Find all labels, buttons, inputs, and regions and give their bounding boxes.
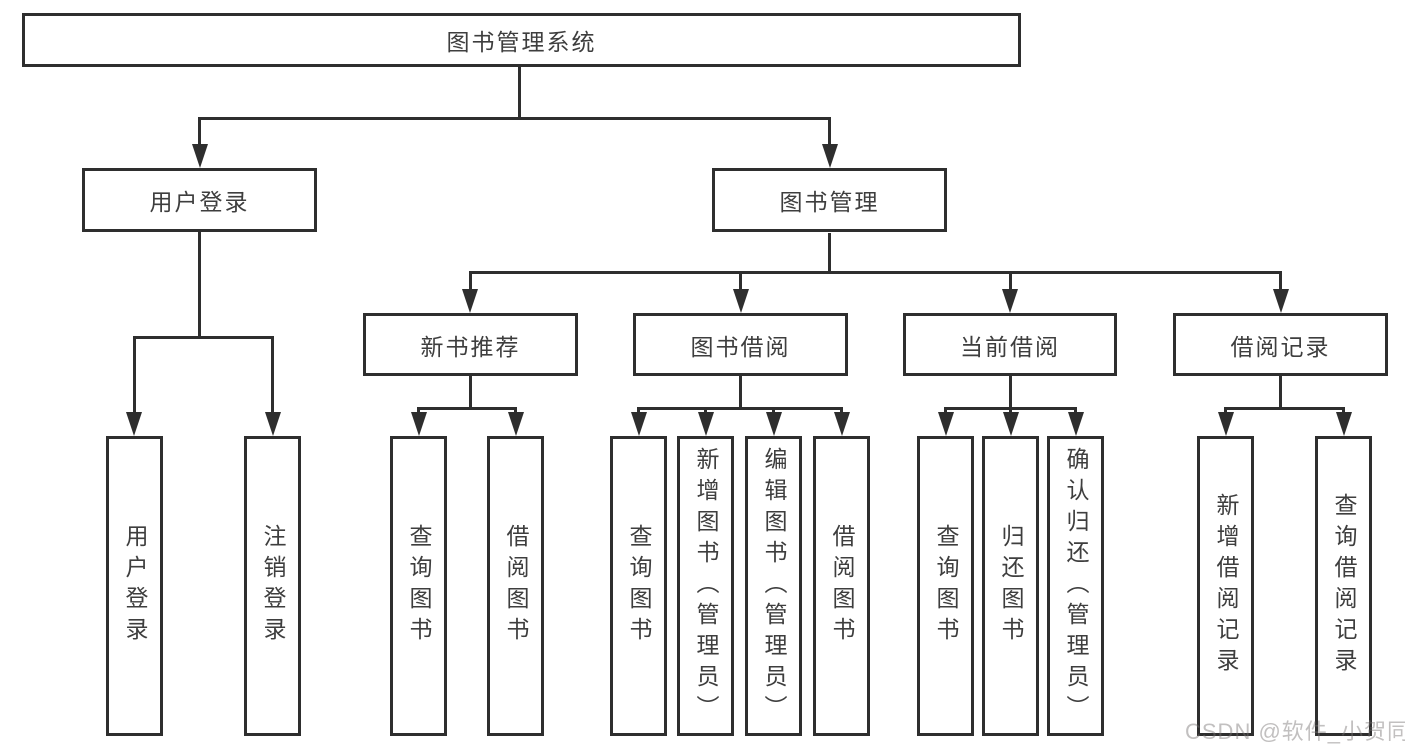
arrowhead-icon: [834, 412, 850, 436]
leaf-borrow-books-recommend: 借阅图书: [487, 436, 544, 736]
arrowhead-icon: [938, 412, 954, 436]
node-new-book-recommend: 新书推荐: [363, 313, 578, 376]
node-user-login: 用户登录: [82, 168, 317, 232]
connector-line: [469, 271, 472, 291]
leaf-logout-label: 注销登录: [260, 524, 286, 648]
node-root-label: 图书管理系统: [446, 29, 597, 55]
node-root-system: 图书管理系统: [22, 13, 1021, 67]
leaf-user-login: 用户登录: [106, 436, 163, 736]
connector-line: [1009, 407, 1012, 415]
connector-line: [1279, 271, 1282, 291]
arrowhead-icon: [1218, 412, 1234, 436]
connector-line: [1009, 374, 1012, 410]
leaf-borrow-books-borrow-label: 借阅图书: [829, 524, 855, 648]
leaf-return-books-label: 归还图书: [998, 524, 1024, 648]
node-new-book-recommend-label: 新书推荐: [420, 333, 521, 360]
connector-line: [828, 117, 831, 147]
node-book-management: 图书管理: [712, 168, 947, 232]
connector-line: [840, 407, 843, 415]
node-current-borrow: 当前借阅: [903, 313, 1117, 376]
arrowhead-icon: [766, 412, 782, 436]
connector-line: [198, 117, 831, 120]
connector-line: [133, 336, 136, 414]
arrowhead-icon: [1068, 412, 1084, 436]
arrowhead-icon: [508, 412, 524, 436]
leaf-add-books-admin: 新增图书（管理员）: [677, 436, 734, 736]
leaf-query-borrow-record-label: 查询借阅记录: [1331, 493, 1357, 679]
node-current-borrow-label: 当前借阅: [960, 333, 1060, 360]
node-user-login-label: 用户登录: [149, 189, 250, 215]
leaf-query-borrow-record: 查询借阅记录: [1315, 436, 1372, 736]
leaf-add-borrow-record-label: 新增借阅记录: [1213, 493, 1239, 679]
leaf-add-borrow-record: 新增借阅记录: [1197, 436, 1254, 736]
connector-line: [944, 407, 947, 415]
connector-line: [828, 233, 831, 274]
connector-line: [198, 232, 201, 339]
arrowhead-icon: [1002, 289, 1018, 313]
connector-line: [469, 374, 472, 410]
connector-line: [133, 336, 274, 339]
arrowhead-icon: [1003, 412, 1019, 436]
leaf-logout: 注销登录: [244, 436, 301, 736]
connector-line: [1342, 407, 1345, 415]
leaf-return-books: 归还图书: [982, 436, 1039, 736]
connector-line: [1009, 271, 1012, 291]
arrowhead-icon: [631, 412, 647, 436]
leaf-borrow-books-recommend-label: 借阅图书: [503, 524, 529, 648]
leaf-edit-books-admin: 编辑图书（管理员）: [745, 436, 802, 736]
connector-line: [198, 117, 201, 147]
connector-line: [739, 374, 742, 410]
leaf-query-books-borrow-label: 查询图书: [626, 524, 652, 648]
leaf-edit-books-admin-label: 编辑图书（管理员）: [761, 446, 787, 726]
node-borrow-records: 借阅记录: [1173, 313, 1388, 376]
node-book-borrow: 图书借阅: [633, 313, 848, 376]
connector-line: [637, 407, 843, 410]
leaf-confirm-return-admin-label: 确认归还（管理员）: [1063, 446, 1089, 726]
leaf-add-books-admin-label: 新增图书（管理员）: [693, 446, 719, 726]
leaf-query-books-borrow: 查询图书: [610, 436, 667, 736]
leaf-query-books-current-label: 查询图书: [933, 524, 959, 648]
arrowhead-icon: [265, 412, 281, 436]
arrowhead-icon: [1273, 289, 1289, 313]
arrowhead-icon: [126, 412, 142, 436]
connector-line: [518, 66, 521, 120]
connector-line: [1224, 407, 1345, 410]
leaf-user-login-label: 用户登录: [122, 524, 148, 648]
leaf-borrow-books-borrow: 借阅图书: [813, 436, 870, 736]
node-book-borrow-label: 图书借阅: [690, 333, 791, 360]
arrowhead-icon: [822, 144, 838, 168]
arrowhead-icon: [462, 289, 478, 313]
connector-line: [1074, 407, 1077, 415]
node-borrow-records-label: 借阅记录: [1230, 333, 1331, 360]
connector-line: [637, 407, 640, 415]
connector-line: [271, 336, 274, 414]
connector-line: [514, 407, 517, 415]
arrowhead-icon: [1336, 412, 1352, 436]
connector-line: [417, 407, 517, 410]
arrowhead-icon: [192, 144, 208, 168]
connector-line: [704, 407, 707, 415]
node-book-management-label: 图书管理: [779, 189, 880, 215]
arrowhead-icon: [733, 289, 749, 313]
leaf-query-books-current: 查询图书: [917, 436, 974, 736]
leaf-query-books-recommend-label: 查询图书: [406, 524, 432, 648]
leaf-query-books-recommend: 查询图书: [390, 436, 447, 736]
arrowhead-icon: [411, 412, 427, 436]
watermark: CSDN @软件_小贺同学: [1185, 719, 1405, 744]
arrowhead-icon: [698, 412, 714, 436]
connector-line: [469, 271, 1282, 274]
connector-line: [417, 407, 420, 415]
leaf-confirm-return-admin: 确认归还（管理员）: [1047, 436, 1104, 736]
connector-line: [739, 271, 742, 291]
connector-line: [1279, 374, 1282, 410]
connector-line: [1224, 407, 1227, 415]
connector-line: [772, 407, 775, 415]
